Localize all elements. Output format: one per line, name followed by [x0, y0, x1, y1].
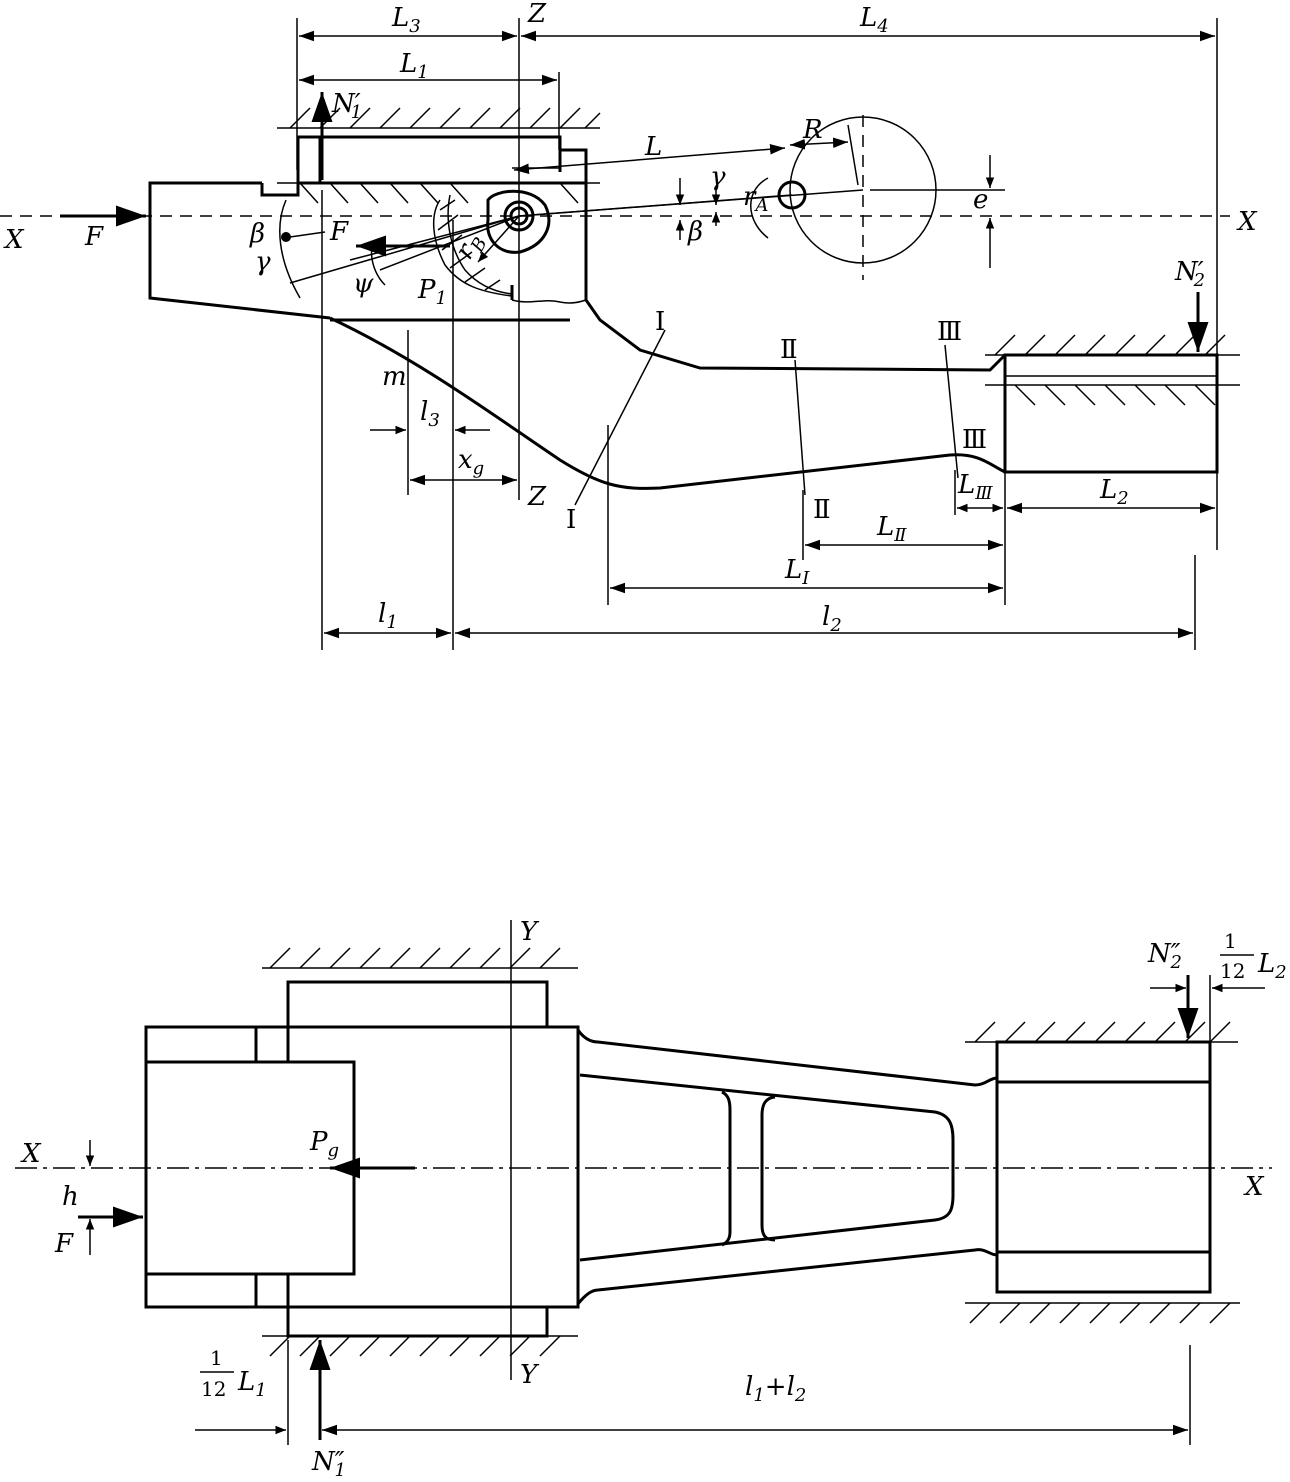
right-guide-top-hatch: [994, 334, 1226, 356]
label-rA: rA: [743, 182, 768, 216]
svg-text:1: 1: [1224, 929, 1237, 953]
label-section-III-bottom: Ⅲ: [962, 425, 987, 455]
label-L2-top: L2: [1099, 475, 1129, 509]
slider-body-outline: [260, 181, 1007, 372]
fraction-L1: 1 12 L1: [200, 1346, 267, 1401]
label-gamma-left: γ: [255, 247, 271, 277]
label-LIII: LⅢ: [957, 470, 993, 504]
label-N2-prime: N′2: [1174, 257, 1205, 291]
label-l3: l3: [420, 397, 440, 431]
side-view: X X Y Y Pg h F N″2 1 12 L2 1: [15, 917, 1287, 1481]
label-section-I-top: Ⅰ: [655, 307, 665, 337]
label-Z-top: Z: [527, 0, 547, 29]
label-l1-plus-l2: l1+l2: [745, 1372, 806, 1406]
svg-text:1: 1: [210, 1346, 223, 1370]
label-section-II-bottom: Ⅱ: [813, 495, 831, 525]
label-beta-right: β: [687, 217, 703, 247]
label-F-side: F: [54, 1229, 74, 1259]
label-l1: l1: [378, 599, 398, 633]
label-Y-top: Y: [520, 917, 540, 947]
dim-line-L: [513, 143, 786, 175]
label-Z-bottom: Z: [527, 482, 547, 512]
label-beta-left: β: [249, 219, 265, 249]
label-m: m: [382, 362, 407, 392]
label-section-I-bottom: Ⅰ: [566, 505, 576, 535]
side-right-top-hatch: [974, 1021, 1231, 1043]
top-view: L3 L4 Z L1: [0, 0, 1258, 650]
label-X-right: X: [1236, 207, 1258, 237]
label-X-side-left: X: [20, 1139, 42, 1169]
label-N1-prime: N′1: [331, 89, 362, 123]
label-h: h: [62, 1182, 79, 1212]
label-N1-dprime: N″1: [311, 1447, 346, 1481]
label-L4: L4: [859, 3, 889, 37]
label-P1: P1: [417, 275, 447, 309]
label-N2-dprime: N″2: [1147, 939, 1182, 973]
label-rB: rB: [449, 227, 491, 266]
label-Y-bottom: Y: [520, 1360, 540, 1390]
svg-text:12: 12: [1220, 959, 1245, 983]
label-L1-side: L1: [237, 1367, 267, 1401]
fraction-L2: 1 12 L2: [1220, 929, 1287, 983]
label-gamma-right: γ: [710, 162, 726, 192]
svg-text:12: 12: [201, 1377, 226, 1401]
side-top-guide-hatch: [269, 947, 561, 969]
label-LI: LⅠ: [784, 555, 810, 589]
label-e: e: [973, 185, 988, 215]
right-guide-bottom-hatch: [1014, 384, 1216, 406]
label-F-left: F: [84, 222, 104, 252]
label-LII: LⅡ: [876, 512, 907, 546]
label-psi: ψ: [353, 269, 374, 299]
label-F-inner: F: [329, 217, 349, 247]
label-section-II-top: Ⅱ: [780, 335, 798, 365]
label-R: R: [802, 115, 823, 145]
label-Pg: Pg: [309, 1127, 339, 1161]
upper-guide-hatch: [289, 107, 601, 129]
label-L1: L1: [399, 49, 429, 83]
side-bottom-guide-hatch: [269, 1335, 561, 1357]
label-l2: l2: [822, 602, 842, 636]
label-L3: L3: [391, 3, 421, 37]
label-X-left: X: [3, 225, 25, 255]
side-right-bottom-hatch: [969, 1302, 1231, 1324]
label-L2-side: L2: [1257, 949, 1287, 983]
label-L: L: [644, 132, 662, 162]
label-section-III-top: Ⅲ: [937, 317, 962, 347]
side-right-block: [995, 1040, 1212, 1294]
label-xg: xg: [458, 445, 484, 479]
middle-guide-hatch: [299, 182, 579, 204]
label-X-side-right: X: [1243, 1172, 1265, 1202]
